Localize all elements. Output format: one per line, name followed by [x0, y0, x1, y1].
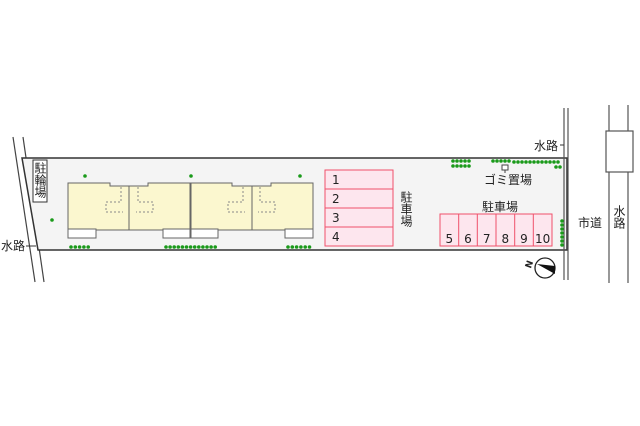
tree-dot: [83, 174, 87, 178]
tree-dot: [554, 165, 558, 169]
tree-dot: [495, 159, 499, 163]
parking-space-2: 2: [332, 192, 340, 206]
tree-dot: [86, 245, 90, 249]
bicycle-parking-label: 駐輪場: [33, 161, 47, 199]
tree-dot: [459, 164, 463, 168]
tree-dot: [467, 164, 471, 168]
bicycle-parking-box: [32, 159, 48, 203]
parking-space-9: 9: [520, 232, 528, 246]
right-road-edge: [563, 108, 569, 280]
tree-dot: [560, 231, 564, 235]
tree-dot: [455, 164, 459, 168]
tree-dot: [197, 245, 201, 249]
tree-dot: [520, 160, 524, 164]
parking-space-5: 5: [445, 232, 453, 246]
tree-dot: [298, 174, 302, 178]
waterway-top-label: 水路: [534, 138, 558, 153]
trees: [50, 159, 564, 249]
tree-dot: [560, 243, 564, 247]
tree-dot: [209, 245, 213, 249]
tree-dot: [69, 245, 73, 249]
tree-dot: [459, 159, 463, 163]
tree-dot: [467, 159, 471, 163]
tree-dot: [544, 160, 548, 164]
city-road-label: 市道: [578, 215, 602, 230]
tree-dot: [451, 164, 455, 168]
north-arrow-icon: N: [524, 257, 556, 279]
tree-dot: [172, 245, 176, 249]
tree-dot: [213, 245, 217, 249]
tree-dot: [528, 160, 532, 164]
tree-dot: [168, 245, 172, 249]
parking-space-4: 4: [332, 230, 340, 244]
tree-dot: [192, 245, 197, 249]
garbage-label: ゴミ置場: [484, 172, 532, 187]
parking-a-label: 駐車場: [399, 190, 413, 228]
garbage-station-icon: [501, 164, 509, 171]
parking-space-7: 7: [483, 232, 491, 246]
tree-dot: [503, 159, 507, 163]
waterway-left-label: 水路: [1, 238, 25, 253]
tree-dot: [507, 159, 511, 163]
tree-dot: [307, 245, 312, 249]
tree-dot: [463, 164, 467, 168]
tree-dot: [516, 160, 520, 164]
tree-dot: [560, 227, 564, 231]
tree-dot: [77, 245, 82, 249]
tree-dot: [536, 160, 540, 164]
tree-dot: [201, 245, 205, 249]
parking-space-10: 10: [535, 232, 550, 246]
tree-dot: [188, 245, 193, 249]
tree-dot: [180, 245, 185, 249]
tree-dot: [560, 239, 564, 243]
parking-b-label: 駐車場: [482, 199, 518, 214]
tree-dot: [552, 160, 556, 164]
tree-dot: [524, 160, 528, 164]
parking-space-1: 1: [332, 173, 340, 187]
tree-dot: [560, 219, 564, 223]
tree-dot: [176, 245, 181, 249]
parking-lot-a: 1 2 3 4: [324, 169, 394, 247]
tree-dot: [455, 159, 459, 163]
tree-dot: [164, 245, 168, 249]
tree-dot: [560, 235, 564, 239]
tree-dot: [540, 160, 544, 164]
tree-dot: [491, 159, 495, 163]
tree-dot: [82, 245, 86, 249]
tree-dot: [290, 245, 295, 249]
tree-dot: [463, 159, 467, 163]
tree-dot: [299, 245, 303, 249]
tree-dot: [50, 218, 54, 222]
tree-dot: [548, 160, 552, 164]
tree-dot: [286, 245, 290, 249]
tree-dot: [499, 159, 503, 163]
tree-dot: [556, 160, 560, 164]
tree-dot: [184, 245, 189, 249]
waterway-right-label: 水路: [612, 205, 626, 230]
tree-dot: [451, 159, 455, 163]
tree-dot: [560, 223, 564, 227]
building: [67, 182, 314, 239]
parking-space-3: 3: [332, 211, 340, 225]
right-waterway: [605, 105, 634, 283]
tree-dot: [294, 245, 299, 249]
parking-lot-b: 5 6 7 8 9 10: [439, 213, 553, 247]
tree-dot: [73, 245, 78, 249]
tree-dot: [303, 245, 308, 249]
tree-dot: [532, 160, 536, 164]
tree-dot: [512, 160, 516, 164]
parking-space-6: 6: [464, 232, 472, 246]
tree-dot: [189, 174, 193, 178]
north-letter: N: [524, 259, 536, 270]
parking-space-8: 8: [501, 232, 509, 246]
tree-dot: [205, 245, 209, 249]
tree-dot: [558, 165, 562, 169]
